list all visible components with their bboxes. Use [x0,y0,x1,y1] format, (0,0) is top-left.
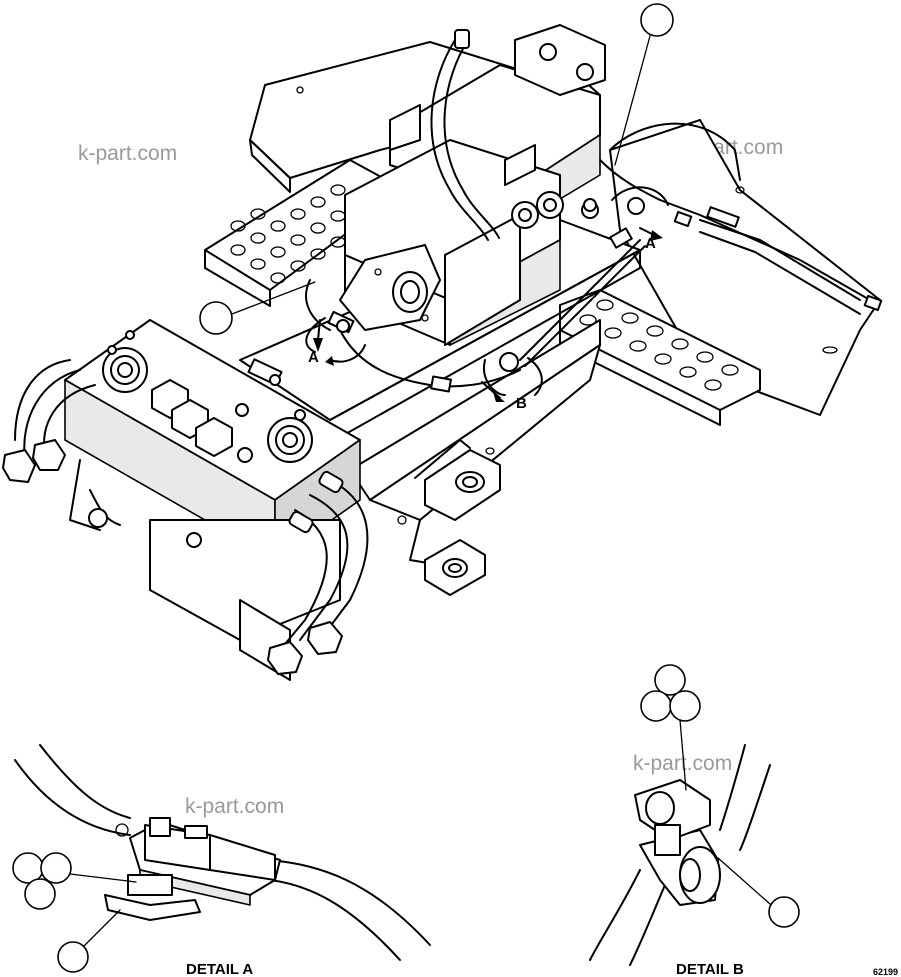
view-arrow-b: B [481,357,543,412]
detail-a [14,744,431,961]
view-marker-b: B [516,395,527,412]
front-tube-fittings [2,359,369,675]
view-marker-a-right: A [645,235,656,252]
pipe-clamp-lower [424,539,486,596]
detail-a-callout-stack [12,852,137,910]
detail-b [589,744,771,966]
view-arrow-a-left: A [305,317,366,366]
detail-b-caption: DETAIL B [676,961,744,977]
control-valve-block [339,24,606,346]
pipe-clamp-upper [414,439,501,521]
view-arrow-a-right: A [611,186,669,252]
detail-b-callout-stack [640,664,701,791]
frame-bolts [247,358,495,455]
watermark-4: k-part.com [633,752,732,775]
callout-upper-right [614,3,674,166]
watermark-1: k-part.com [78,142,177,165]
callout-left [199,281,316,335]
hose-clips [327,197,883,393]
hose-assembly [305,29,871,388]
detail-b-callout-lower [717,857,800,928]
watermark-3: k-part.com [185,795,284,818]
detail-a-caption: DETAIL A [186,961,253,977]
right-side-plate [609,119,881,416]
figure-number: 62199 [873,967,898,977]
front-manifold-block [64,319,361,681]
detail-a-callout-lower [57,909,121,973]
view-marker-a-left: A [308,349,319,366]
